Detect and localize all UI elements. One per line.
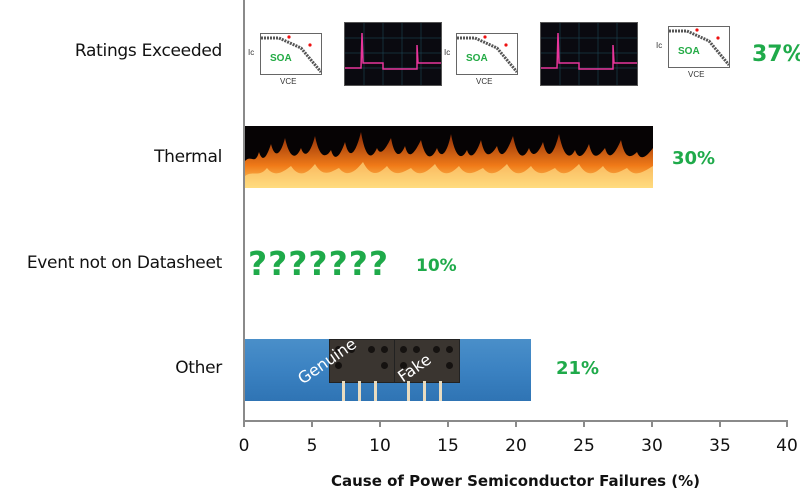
x-axis-title: Cause of Power Semiconductor Failures (%… bbox=[330, 472, 701, 490]
oscilloscope-waveform-icon bbox=[540, 22, 638, 86]
x-tick-label: 30 bbox=[641, 436, 663, 456]
bar-thermal-flames bbox=[245, 126, 653, 188]
x-tick bbox=[311, 421, 313, 427]
x-tick-label: 25 bbox=[573, 436, 595, 456]
category-label-event-not-on-datasheet: Event not on Datasheet bbox=[26, 253, 222, 273]
x-tick bbox=[515, 421, 517, 427]
flames-icon bbox=[245, 126, 653, 188]
x-tick-label: 20 bbox=[505, 436, 527, 456]
x-tick bbox=[786, 421, 788, 427]
value-label-other: 21% bbox=[556, 358, 600, 379]
x-tick bbox=[447, 421, 449, 427]
soa-y-label: Ic bbox=[248, 48, 255, 57]
x-tick-label: 0 bbox=[238, 436, 250, 456]
genuine-transistor-icon bbox=[329, 339, 395, 383]
x-tick-label: 15 bbox=[437, 436, 459, 456]
value-label-ratings-exceeded: 37% bbox=[752, 42, 800, 67]
x-tick bbox=[243, 421, 245, 427]
y-axis-line bbox=[243, 0, 245, 422]
bar-other-transistors: Genuine Fake bbox=[245, 339, 531, 401]
soa-graph-icon: Ic SOA VCE bbox=[656, 26, 736, 81]
oscilloscope-waveform-icon bbox=[344, 22, 442, 86]
x-tick-label: 5 bbox=[306, 436, 318, 456]
x-tick bbox=[651, 421, 653, 427]
soa-graph-icon: Ic SOA VCE bbox=[444, 33, 524, 88]
soa-x-label: VCE bbox=[280, 77, 297, 86]
bar-event-not-on-datasheet-question-marks: ??????? bbox=[248, 244, 389, 283]
soa-region-label: SOA bbox=[678, 46, 700, 57]
soa-graph-icon: Ic SOA VCE bbox=[248, 33, 328, 88]
soa-y-label: Ic bbox=[444, 48, 451, 57]
soa-region-label: SOA bbox=[466, 53, 488, 64]
soa-x-label: VCE bbox=[476, 77, 493, 86]
soa-y-label: Ic bbox=[656, 41, 663, 50]
category-label-other: Other bbox=[175, 358, 222, 378]
value-label-event-not-on-datasheet: 10% bbox=[416, 256, 457, 276]
x-tick-label: 10 bbox=[369, 436, 391, 456]
soa-region-label: SOA bbox=[270, 53, 292, 64]
x-tick-label: 40 bbox=[776, 436, 798, 456]
x-tick bbox=[719, 421, 721, 427]
fake-transistor-icon bbox=[394, 339, 460, 383]
x-tick-label: 35 bbox=[709, 436, 731, 456]
soa-x-label: VCE bbox=[688, 70, 705, 79]
category-label-ratings-exceeded: Ratings Exceeded bbox=[74, 41, 222, 61]
x-tick bbox=[379, 421, 381, 427]
x-tick bbox=[583, 421, 585, 427]
category-label-thermal: Thermal bbox=[154, 147, 222, 167]
value-label-thermal: 30% bbox=[672, 148, 716, 169]
